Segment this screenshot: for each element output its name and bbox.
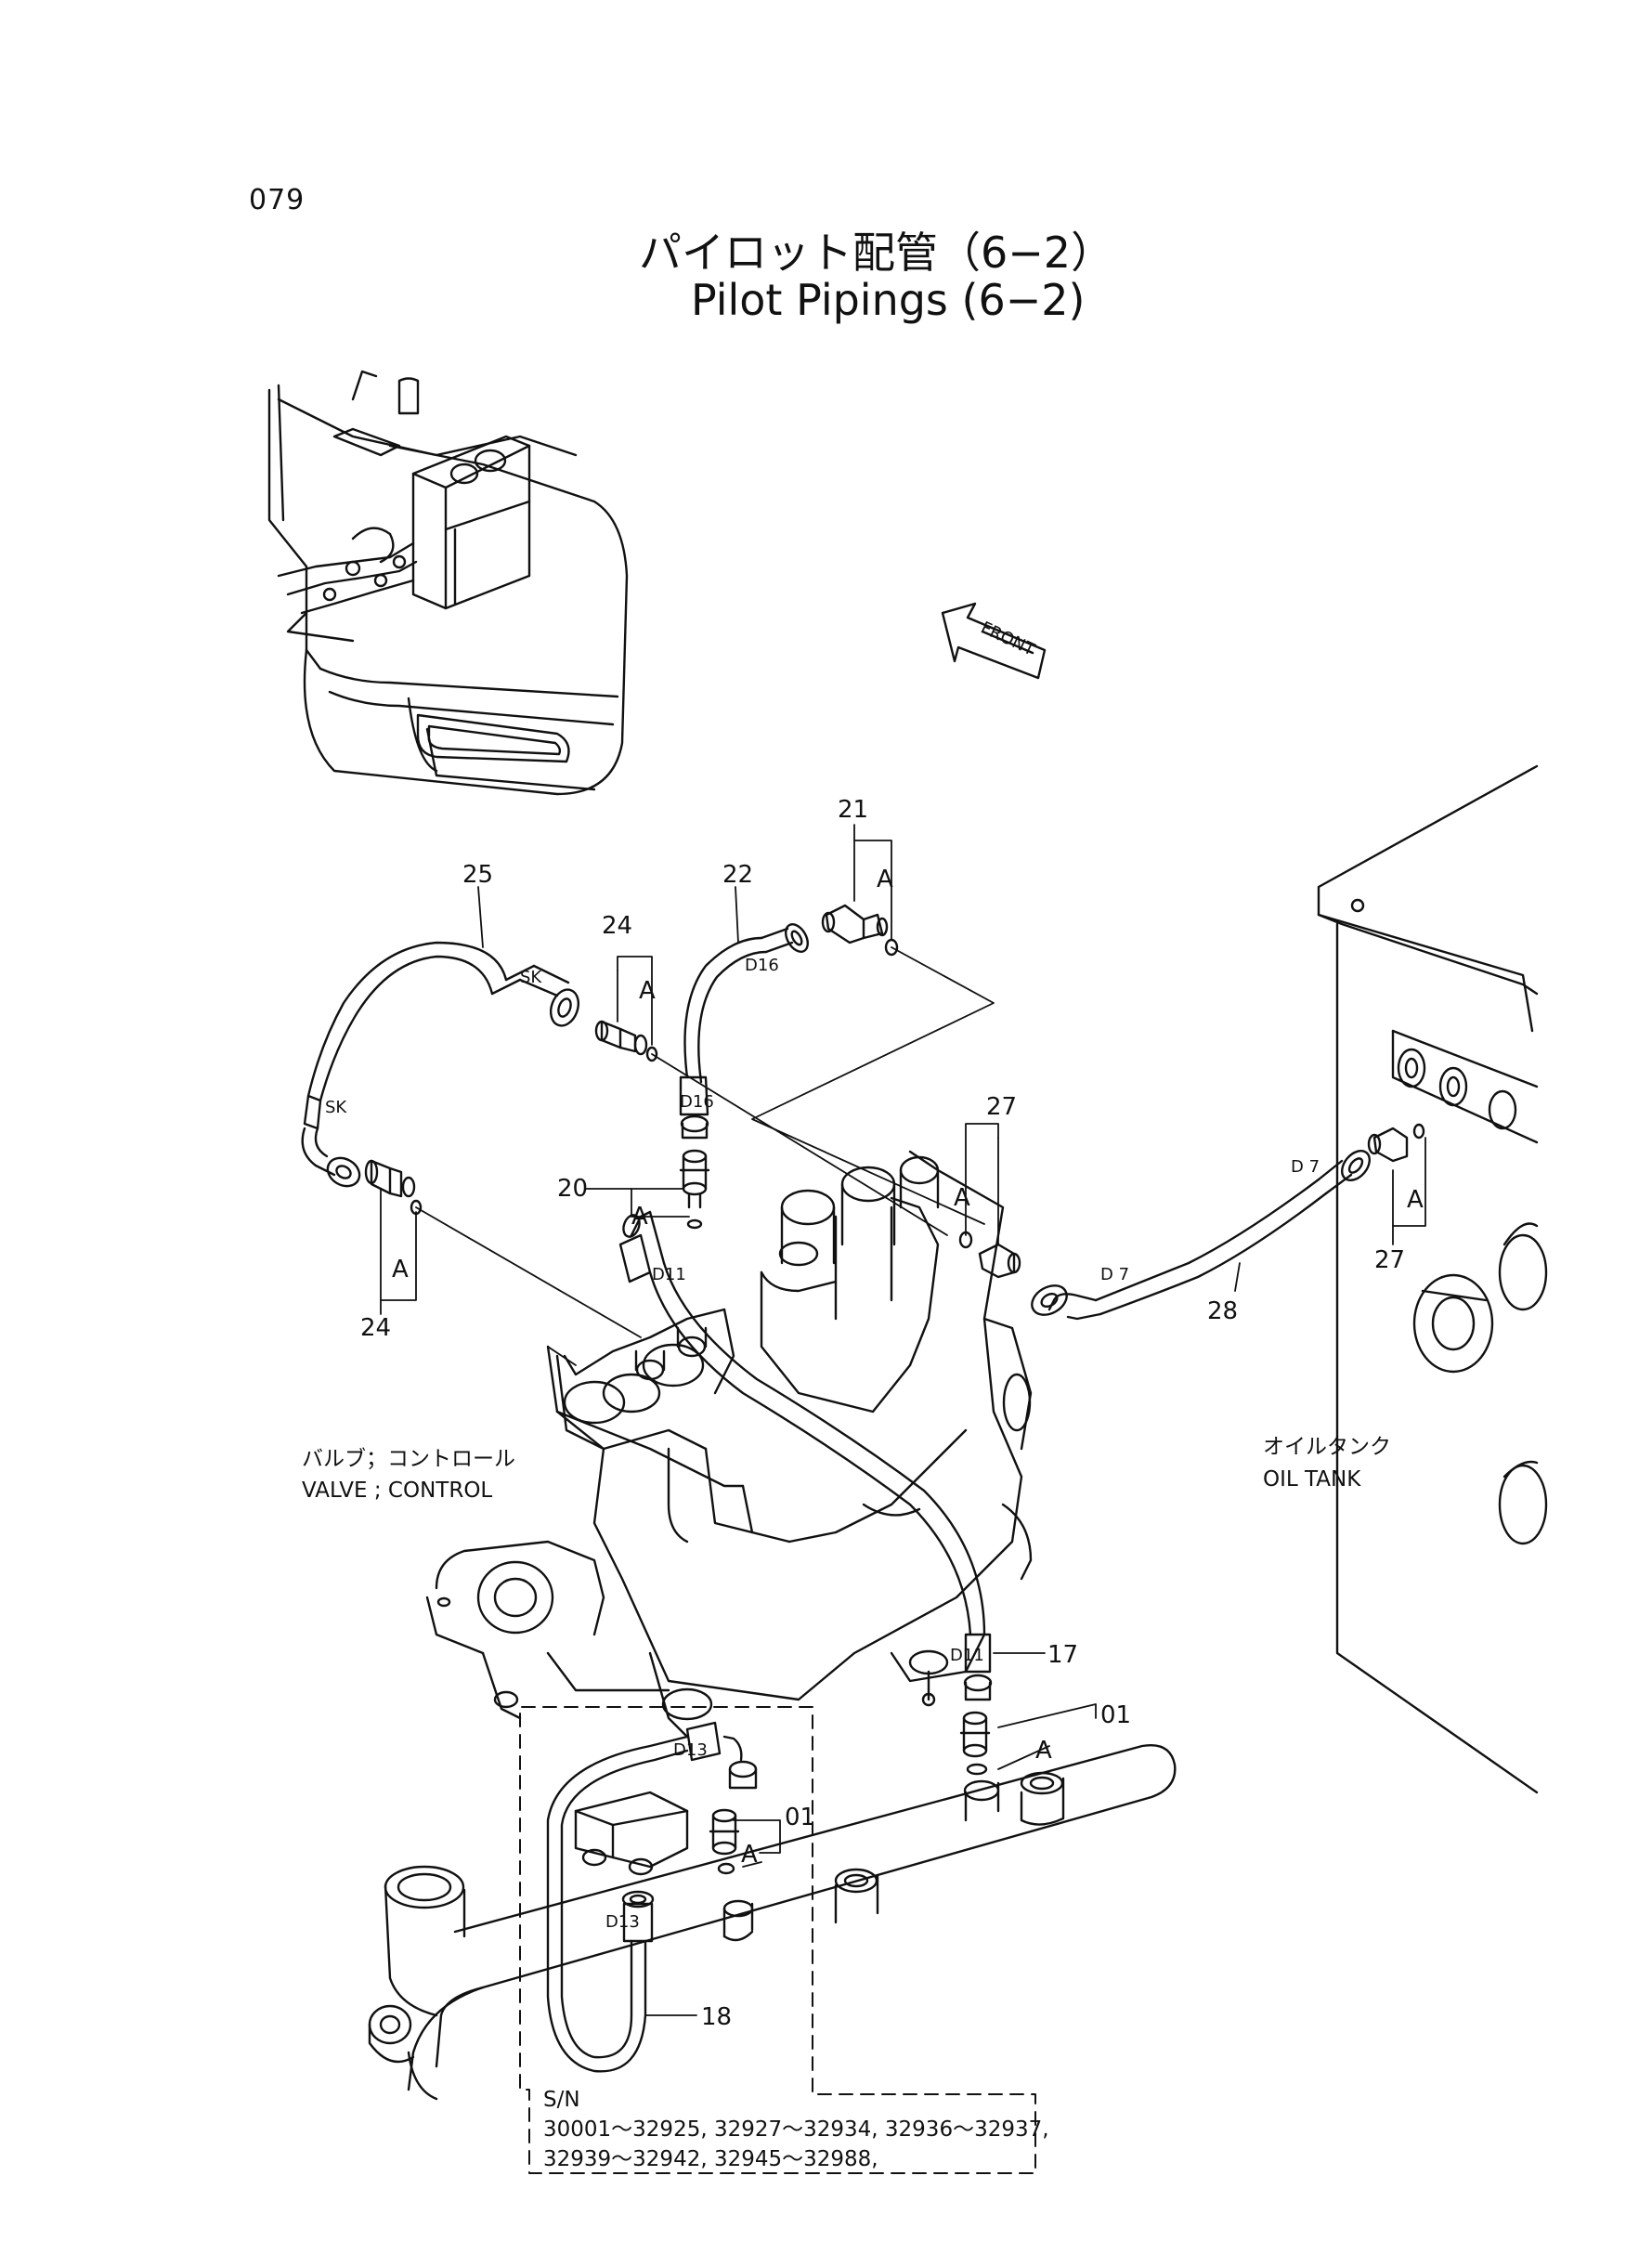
oil-tank-illustration: [1317, 764, 1548, 1794]
ref-letter-a-01-left: A: [741, 1841, 758, 1869]
part-number-24-lower: 24: [360, 1314, 391, 1342]
serial-note-line-2: 32939～32942, 32945～32988,: [543, 2147, 878, 2171]
page-title-english: Pilot Pipings (6−2): [691, 275, 1086, 325]
ref-letter-a-27-valve: A: [954, 1184, 970, 1212]
part-number-27-tank: 27: [1374, 1246, 1405, 1274]
serial-note-line-1: 30001～32925, 32927～32934, 32936～32937,: [543, 2117, 1049, 2142]
hose-22[interactable]: [679, 920, 813, 1140]
lower-pipe-assembly: [368, 1744, 1177, 2101]
machine-overview-illustration: [267, 370, 629, 796]
elbow-21[interactable]: [821, 904, 899, 957]
hose-code-d13-upper: D13: [673, 1740, 708, 1760]
front-arrow-label: FRONT: [978, 618, 1039, 659]
adapter-24-lower[interactable]: [364, 1159, 423, 1216]
ref-letter-a-27-tank: A: [1407, 1186, 1424, 1214]
hose-code-d16-upper: D16: [745, 956, 779, 975]
ref-letter-a-24-lower: A: [392, 1256, 409, 1283]
valve-control-label-en: VALVE ; CONTROL: [302, 1479, 492, 1503]
part-number-01-left: 01: [785, 1804, 815, 1831]
page-title-japanese: パイロット配管（6−2）: [639, 228, 1114, 278]
part-number-25: 25: [462, 861, 493, 889]
fitting-27[interactable]: [958, 1123, 1425, 1279]
ref-letter-a-24-upper: A: [639, 977, 656, 1005]
part-number-28: 28: [1207, 1297, 1238, 1325]
control-valve-body: [425, 1150, 1033, 1739]
hose-code-d7-tank: D 7: [1291, 1157, 1320, 1177]
hose-code-sk-upper: SK: [520, 968, 542, 987]
hose-28[interactable]: [1027, 1145, 1375, 1321]
part-number-21: 21: [838, 796, 868, 824]
hose-code-d11-upper: D11: [652, 1265, 686, 1284]
part-number-22: 22: [722, 861, 753, 889]
fitting-01-right[interactable]: [959, 1711, 991, 1776]
fitting-20[interactable]: [679, 1149, 710, 1230]
leader-lines: [380, 824, 1426, 2016]
serial-note-heading: S/N: [543, 2088, 580, 2112]
valve-control-label-ja: バルブ；コントロール: [302, 1447, 515, 1471]
hose-17[interactable]: [618, 1210, 993, 1701]
hose-18[interactable]: [546, 1721, 758, 2073]
part-number-17: 17: [1047, 1641, 1078, 1669]
oil-tank-label-ja: オイルタンク: [1263, 1435, 1391, 1459]
front-direction-arrow: [941, 602, 1047, 680]
ref-letter-a-20: A: [631, 1203, 648, 1231]
oil-tank-label-en: OIL TANK: [1263, 1467, 1361, 1492]
hose-25[interactable]: [301, 941, 583, 1192]
ref-letter-a-01-right: A: [1035, 1737, 1052, 1765]
page-number: 079: [249, 184, 306, 216]
sn-dashed-outline: [519, 1706, 1036, 2174]
part-number-27-valve: 27: [986, 1093, 1017, 1121]
hose-code-d13-lower: D13: [605, 1912, 640, 1932]
part-number-18: 18: [701, 2003, 732, 2031]
part-number-20: 20: [557, 1175, 588, 1203]
hose-code-d16-lower: D16: [680, 1092, 714, 1112]
part-number-01-right: 01: [1100, 1701, 1131, 1729]
adapter-24-upper[interactable]: [594, 1020, 658, 1062]
hose-code-d11-lower: D11: [950, 1646, 984, 1665]
part-number-24-upper: 24: [602, 912, 632, 940]
ref-letter-a-21: A: [877, 866, 893, 893]
hose-code-d7-valve: D 7: [1100, 1265, 1129, 1284]
hose-code-sk-lower: SK: [325, 1098, 347, 1117]
